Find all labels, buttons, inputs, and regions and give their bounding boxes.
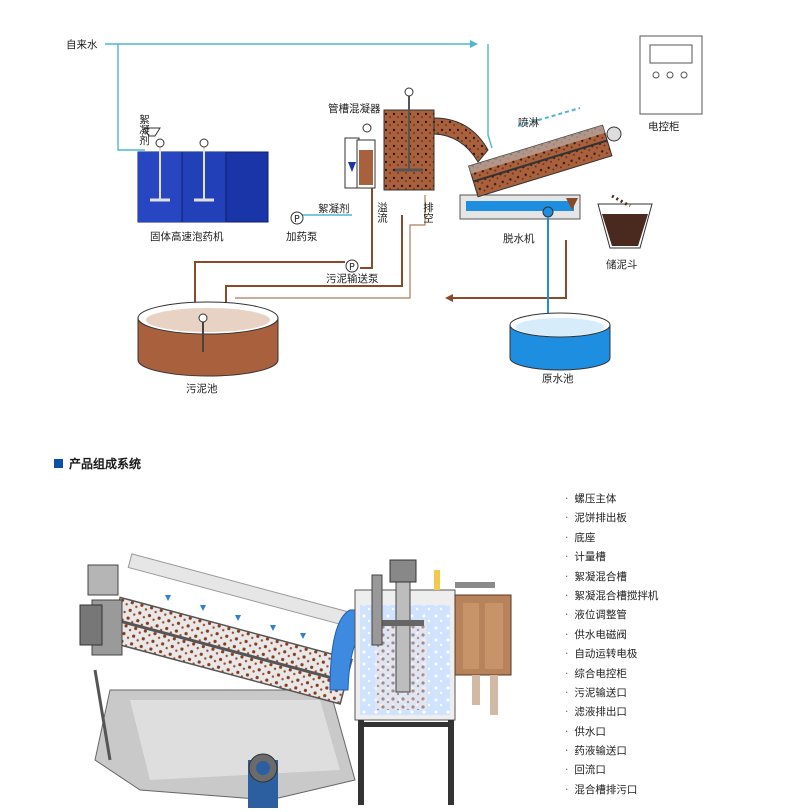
list-item: ·絮凝混合槽搅拌机 xyxy=(565,589,659,602)
section-title-text: 产品组成系统 xyxy=(69,457,142,471)
list-item: ·供水口 xyxy=(565,725,606,738)
svg-text:P: P xyxy=(294,214,300,225)
parts-list: ·螺压主体 ·泥饼排出板 ·底座 ·计量槽 ·絮凝混合槽 ·絮凝混合槽搅拌机 ·… xyxy=(565,490,658,800)
list-item: ·絮凝混合槽 xyxy=(565,570,627,583)
list-item: ·回流口 xyxy=(565,764,606,777)
bullet-icon: · xyxy=(565,609,569,622)
list-item: ·计量槽 xyxy=(565,551,606,564)
list-item: ·滤液排出口 xyxy=(565,706,627,719)
bullet-icon: · xyxy=(565,493,569,505)
list-item: ·液位调整管 xyxy=(565,609,627,622)
label-overflow: 溢流 xyxy=(376,201,388,224)
bullet-icon: · xyxy=(565,764,569,777)
return-line xyxy=(235,195,426,299)
label-flocculant-agent: 絮凝剂 xyxy=(318,202,350,215)
bullet-icon: · xyxy=(565,725,569,738)
bullet-icon: · xyxy=(565,648,569,661)
section-marker-icon xyxy=(54,459,63,468)
feed-chute xyxy=(433,117,489,163)
bullet-icon: · xyxy=(565,551,569,564)
bullet-icon: · xyxy=(565,512,569,525)
label-polymer-machine: 固体高速泡药机 xyxy=(150,230,224,243)
label-spray: 喷淋 xyxy=(518,116,539,129)
bullet-icon: · xyxy=(565,570,569,583)
section-title: 产品组成系统 xyxy=(54,455,141,472)
label-sludge-hopper: 储泥斗 xyxy=(606,258,638,271)
bullet-icon: · xyxy=(565,628,569,641)
dewatering-machine xyxy=(459,107,622,315)
list-item: ·自动运转电极 xyxy=(565,648,638,661)
list-item: ·污泥输送口 xyxy=(565,686,627,699)
pipe-mixer xyxy=(344,123,376,189)
label-raw-water-tank: 原水池 xyxy=(542,372,574,385)
bullet-icon: · xyxy=(565,667,569,680)
label-drain: 排空 xyxy=(422,201,434,223)
label-tap-water: 自来水 xyxy=(66,38,98,51)
list-item: ·供水电磁阀 xyxy=(565,628,627,641)
list-item: ·综合电控柜 xyxy=(565,667,627,680)
bullet-icon: · xyxy=(565,783,569,796)
label-dewatering-machine: 脱水机 xyxy=(503,232,535,245)
label-dosing-pump: 加药泵 xyxy=(286,231,318,243)
label-sludge-pump: 污泥输送泵 xyxy=(326,272,379,285)
bullet-icon: · xyxy=(565,745,569,758)
sludge-hopper xyxy=(597,194,653,249)
bullet-icon: · xyxy=(565,706,569,719)
machine-illustration xyxy=(79,553,512,808)
flow-arrow xyxy=(445,294,453,302)
label-control-cabinet: 电控柜 xyxy=(648,120,680,133)
list-item: ·泥饼排出板 xyxy=(565,512,627,525)
flow-arrow xyxy=(470,40,478,48)
list-item: ·螺压主体 xyxy=(565,493,617,505)
bullet-icon: · xyxy=(565,686,569,699)
label-pipe-mixer: 管槽混凝器 xyxy=(328,102,381,115)
control-cabinet xyxy=(639,35,703,115)
raw-water-tank xyxy=(509,312,611,371)
dosing-pump: P xyxy=(290,211,304,225)
sludge-tank xyxy=(137,301,279,377)
flocculation-tank xyxy=(383,87,435,191)
label-sludge-tank: 污泥池 xyxy=(186,382,218,395)
polymer-machine xyxy=(137,127,269,223)
list-item: ·药液输送口 xyxy=(565,745,627,758)
list-item: ·混合槽排污口 xyxy=(565,783,638,796)
sludge-pump: P xyxy=(345,259,359,273)
bullet-icon: · xyxy=(565,531,569,544)
label-flocculant: 絮凝剂 xyxy=(138,113,150,146)
tap-water-line xyxy=(105,43,493,216)
list-item: ·底座 xyxy=(565,531,596,544)
svg-text:P: P xyxy=(349,262,355,273)
bullet-icon: · xyxy=(565,589,569,602)
